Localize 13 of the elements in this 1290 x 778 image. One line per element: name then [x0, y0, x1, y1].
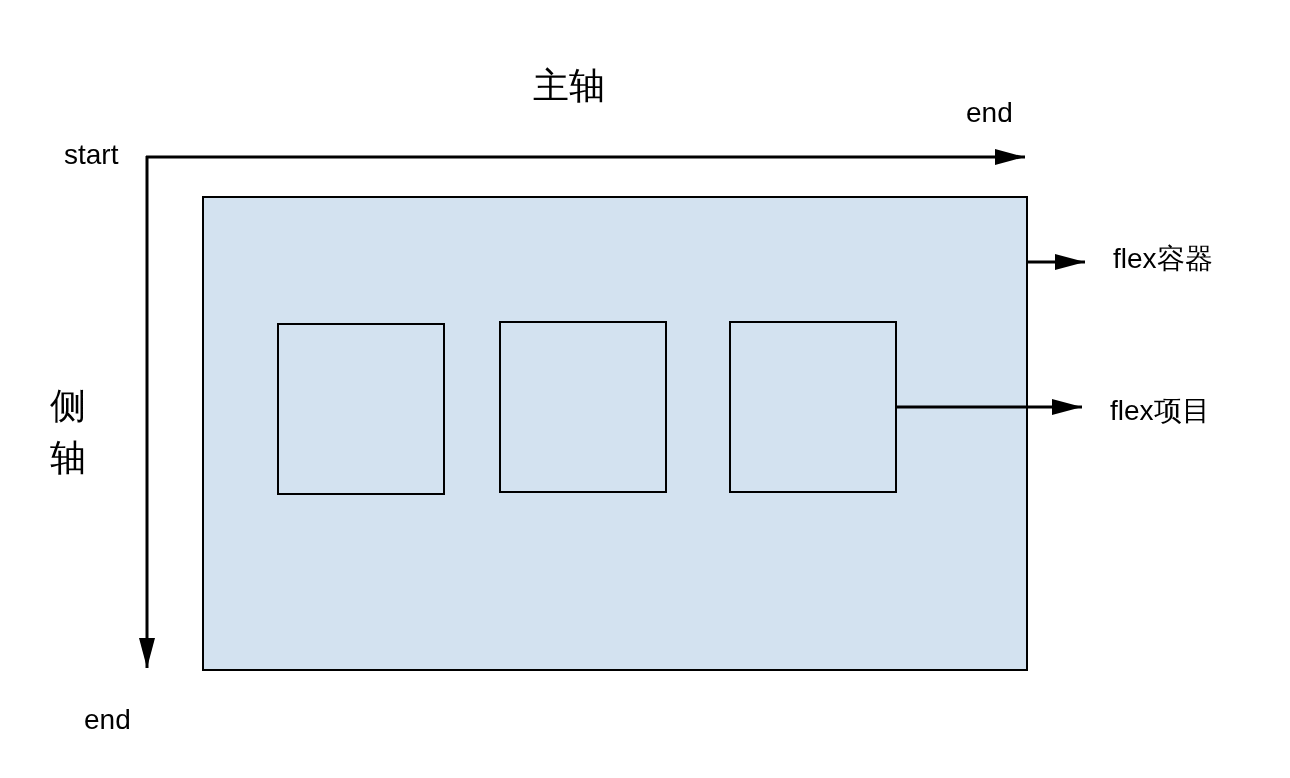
callout-label: flex项目 [1110, 392, 1210, 430]
flex-container-box [202, 196, 1028, 671]
axis-label: end [966, 98, 1013, 129]
arrow [1028, 254, 1085, 270]
callout-label: flex容器 [1113, 240, 1213, 278]
axis-label: start [64, 140, 119, 171]
axis-label: 侧轴 [50, 384, 87, 481]
arrow [897, 399, 1082, 415]
flex-item-box [499, 321, 667, 493]
flex-item-box [729, 321, 897, 493]
axis-label: end [84, 705, 131, 736]
axis-label: 主轴 [533, 66, 605, 106]
flex-item-box [277, 323, 445, 495]
